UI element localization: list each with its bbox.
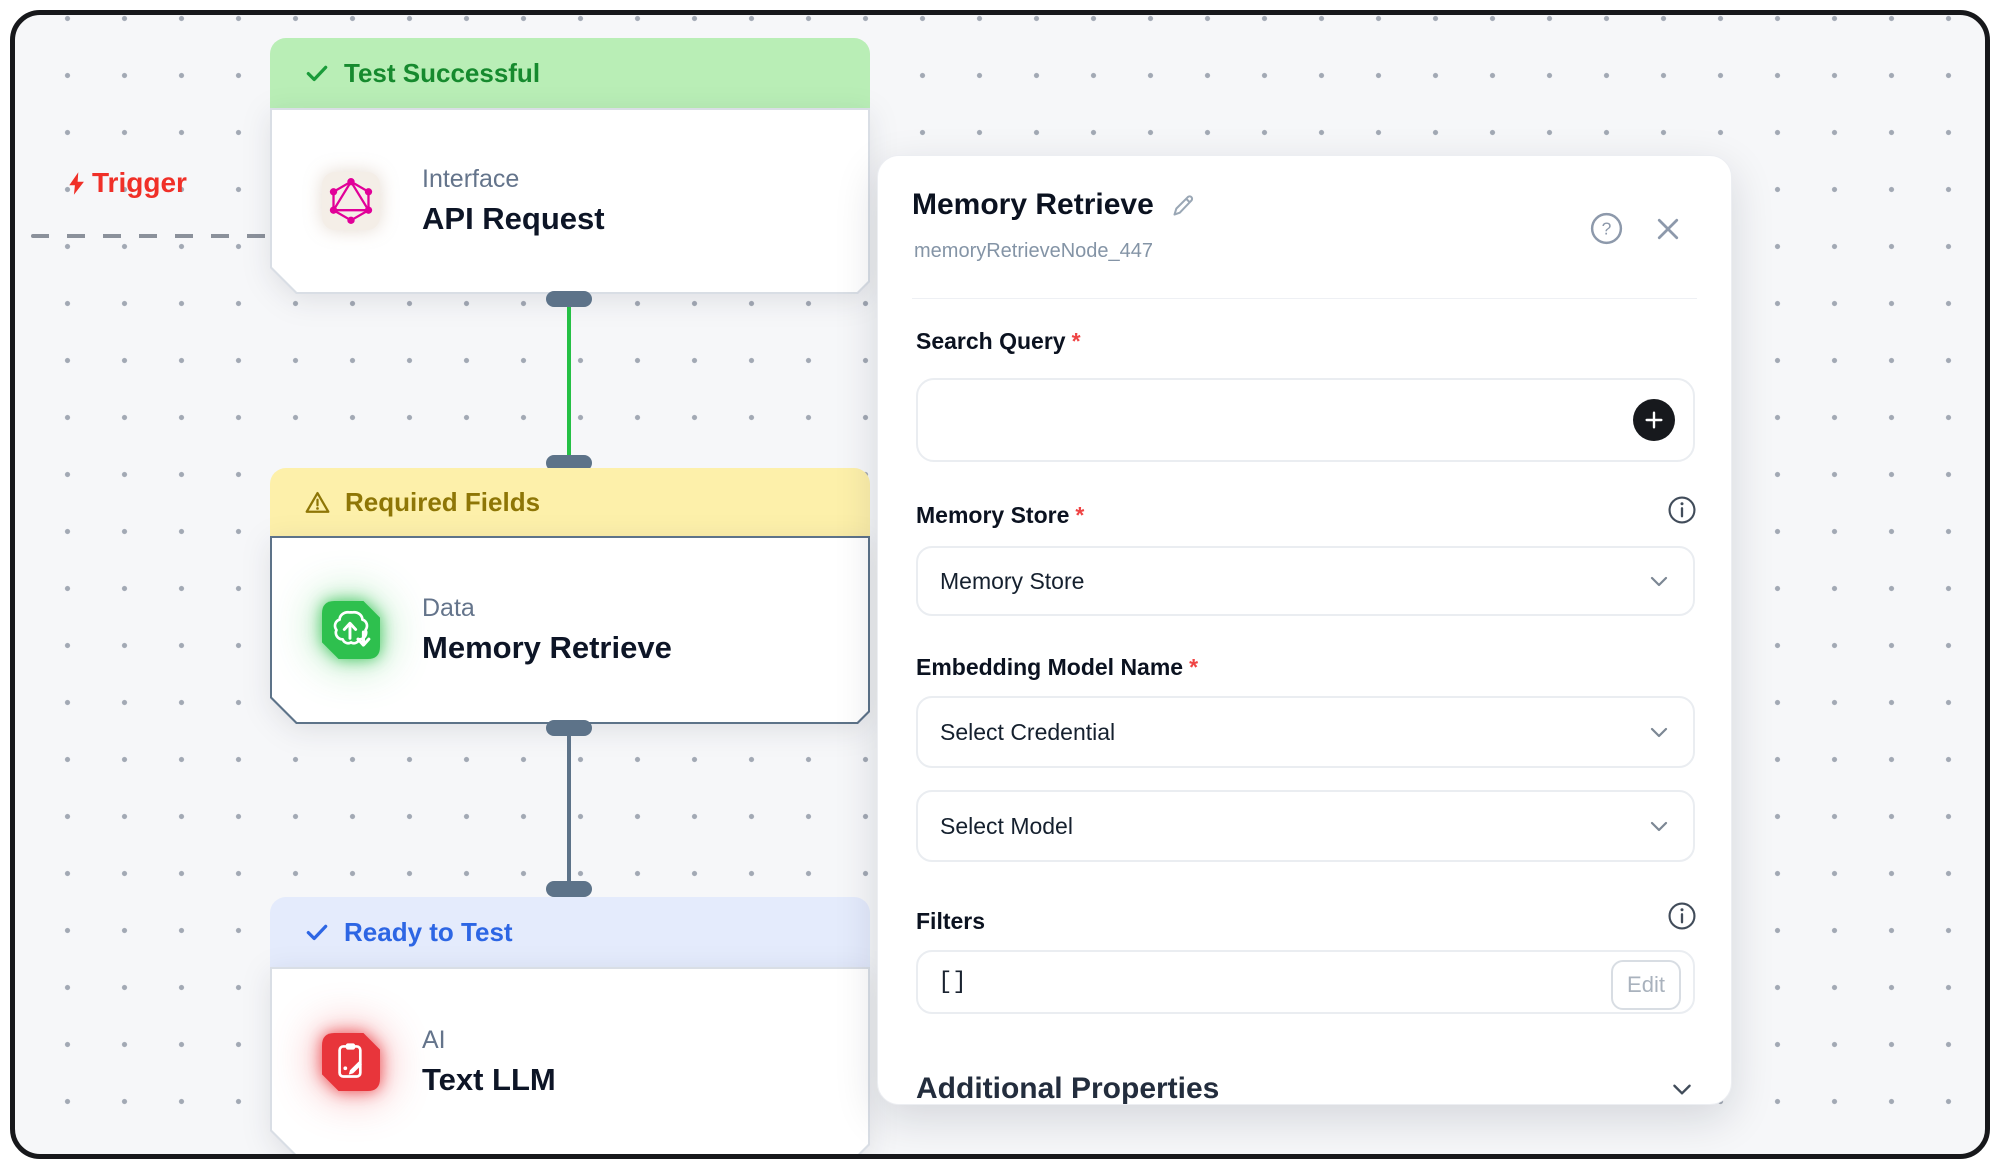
lightning-bolt-icon (63, 170, 90, 197)
text-llm-icon (322, 1033, 380, 1091)
node-card[interactable]: Data Memory Retrieve (270, 536, 870, 724)
node-id: memoryRetrieveNode_447 (914, 240, 1154, 262)
node-status-banner: Required Fields (270, 468, 870, 536)
required-asterisk: * (1071, 328, 1081, 354)
node-status-banner: Ready to Test (270, 897, 870, 967)
node-memory-retrieve[interactable]: Required Fields Data Memo (270, 468, 870, 724)
check-icon (304, 60, 330, 86)
node-status-banner: Test Successful (270, 38, 870, 108)
node-status-text: Ready to Test (344, 916, 513, 947)
memory-store-select[interactable]: Memory Store (916, 546, 1695, 616)
trigger-dashed-line (31, 234, 271, 238)
filters-input[interactable]: [] Edit (916, 950, 1695, 1014)
filters-label: Filters (916, 908, 986, 934)
node-api-request[interactable]: Test Successful (270, 38, 870, 294)
node-title: Text LLM (422, 1062, 556, 1097)
filters-edit-button[interactable]: Edit (1611, 960, 1681, 1010)
additional-properties-label: Additional Properties (916, 1072, 1220, 1105)
node-title: API Request (422, 201, 605, 236)
node-category: Data (422, 594, 475, 622)
info-icon[interactable] (1666, 900, 1698, 937)
additional-properties-toggle[interactable]: Additional Properties (916, 1066, 1695, 1105)
required-asterisk: * (1075, 502, 1085, 528)
node-title: Memory Retrieve (422, 630, 672, 665)
node-status-text: Test Successful (344, 57, 541, 88)
graphql-icon (322, 172, 380, 230)
connection-handle[interactable] (546, 720, 592, 736)
connection-handle[interactable] (546, 881, 592, 897)
node-text-llm[interactable]: Ready to Test AI (270, 897, 870, 1157)
node-category: AI (422, 1026, 446, 1054)
edit-pencil-icon[interactable] (1170, 192, 1197, 219)
close-icon[interactable] (1653, 214, 1683, 249)
warning-icon (304, 489, 331, 516)
flow-canvas[interactable]: Trigger Test Successful (10, 10, 1990, 1159)
node-config-panel: Memory Retrieve ? memoryRetrieveNode_447 (877, 155, 1732, 1105)
credential-select[interactable]: Select Credential (916, 696, 1695, 768)
connection-handle[interactable] (546, 291, 592, 307)
edge-memory-to-llm (567, 727, 571, 889)
search-query-input[interactable] (916, 378, 1695, 462)
filters-value: [] (938, 968, 967, 996)
embedding-model-label: Embedding Model Name* (916, 654, 1199, 680)
trigger-label: Trigger (63, 167, 187, 199)
chevron-down-icon (1647, 720, 1671, 744)
search-query-label: Search Query* (916, 328, 1081, 354)
svg-text:?: ? (1602, 219, 1612, 239)
chevron-down-icon (1669, 1076, 1695, 1102)
chevron-down-icon (1647, 814, 1671, 838)
node-status-text: Required Fields (345, 486, 541, 517)
model-select[interactable]: Select Model (916, 790, 1695, 862)
node-card[interactable]: AI Text LLM (270, 967, 870, 1157)
edge-api-to-memory (567, 298, 571, 463)
trigger-text: Trigger (92, 167, 187, 198)
check-icon (304, 919, 330, 945)
connection-handle[interactable] (546, 455, 592, 471)
add-variable-button[interactable] (1633, 399, 1675, 441)
memory-retrieve-icon (322, 601, 380, 659)
required-asterisk: * (1189, 654, 1199, 680)
info-icon[interactable] (1666, 494, 1698, 531)
divider (912, 298, 1697, 299)
node-card[interactable]: Interface API Request (270, 108, 870, 294)
memory-store-label: Memory Store* (916, 502, 1085, 528)
panel-title: Memory Retrieve (912, 188, 1154, 221)
chevron-down-icon (1647, 569, 1671, 593)
node-category: Interface (422, 165, 520, 193)
help-icon[interactable]: ? (1588, 210, 1625, 252)
